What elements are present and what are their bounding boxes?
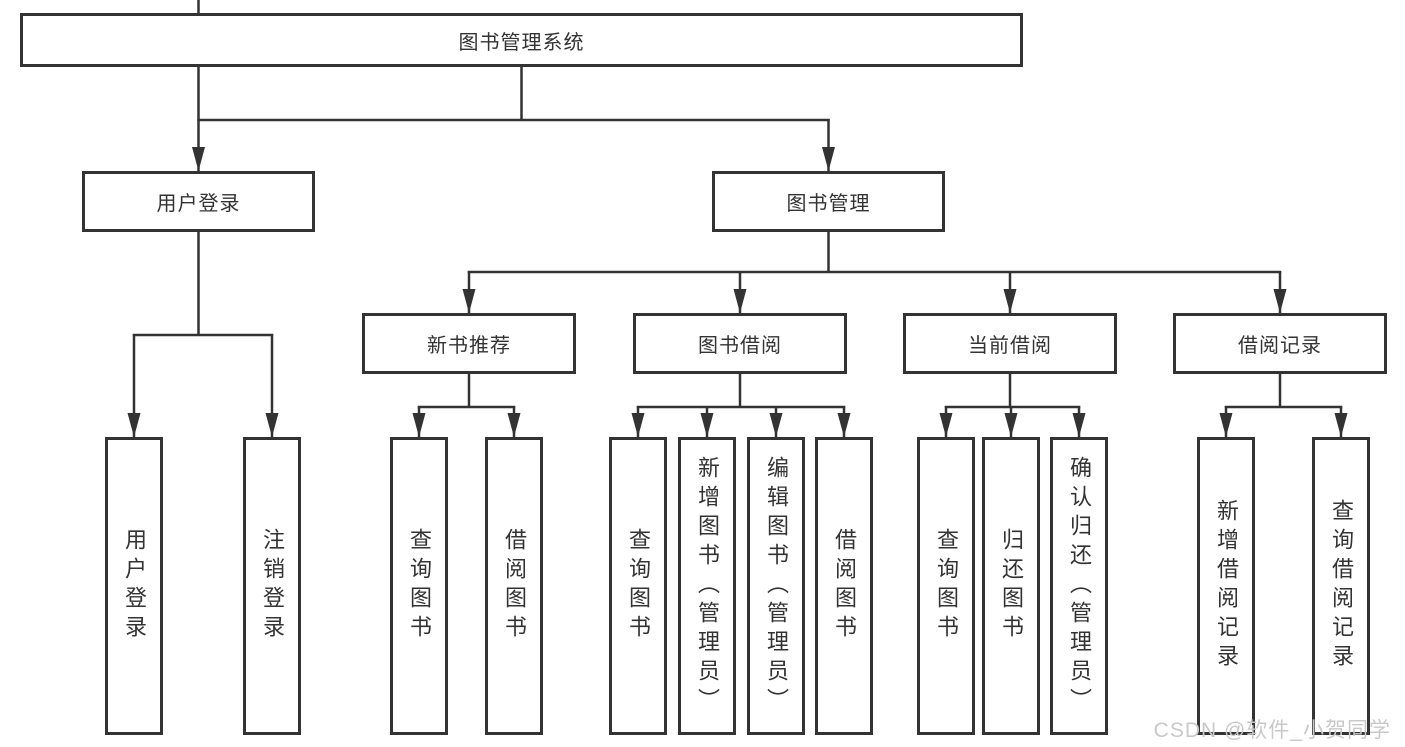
leaf-record-query: 查询借阅记录: [1312, 437, 1370, 735]
node-book-borrow: 图书借阅: [633, 313, 847, 374]
leaf-label: 新增图书（管理员）: [695, 455, 720, 717]
leaf-label: 查询图书: [407, 528, 432, 644]
leaf-newbook-query: 查询图书: [390, 437, 448, 735]
leaf-label: 确认归还（管理员）: [1067, 455, 1092, 717]
leaf-label: 归还图书: [999, 528, 1024, 644]
leaf-borrow-add-admin: 新增图书（管理员）: [678, 437, 736, 735]
leaf-user-login: 用户登录: [105, 437, 163, 735]
leaf-label: 新增借阅记录: [1214, 499, 1239, 673]
node-book-management: 图书管理: [712, 171, 945, 232]
node-current-borrow: 当前借阅: [903, 313, 1117, 374]
node-root: 图书管理系统: [20, 13, 1023, 67]
node-borrow-records: 借阅记录: [1173, 313, 1387, 374]
leaf-current-query: 查询图书: [917, 437, 975, 735]
leaf-borrow-query: 查询图书: [609, 437, 667, 735]
leaf-label: 查询图书: [934, 528, 959, 644]
node-new-book-recommend: 新书推荐: [362, 313, 576, 374]
leaf-newbook-borrow: 借阅图书: [485, 437, 543, 735]
leaf-label: 注销登录: [260, 528, 285, 644]
leaf-label: 编辑图书（管理员）: [764, 455, 789, 717]
leaf-label: 借阅图书: [832, 528, 857, 644]
leaf-label: 借阅图书: [502, 528, 527, 644]
leaf-record-add: 新增借阅记录: [1197, 437, 1255, 735]
leaf-current-confirm-admin: 确认归还（管理员）: [1050, 437, 1108, 735]
leaf-current-return: 归还图书: [982, 437, 1040, 735]
node-user-login: 用户登录: [82, 171, 315, 232]
leaf-label: 查询图书: [626, 528, 651, 644]
leaf-borrow-book: 借阅图书: [815, 437, 873, 735]
leaf-label: 用户登录: [122, 528, 147, 644]
leaf-borrow-edit-admin: 编辑图书（管理员）: [747, 437, 805, 735]
leaf-label: 查询借阅记录: [1329, 499, 1354, 673]
leaf-logout: 注销登录: [243, 437, 301, 735]
